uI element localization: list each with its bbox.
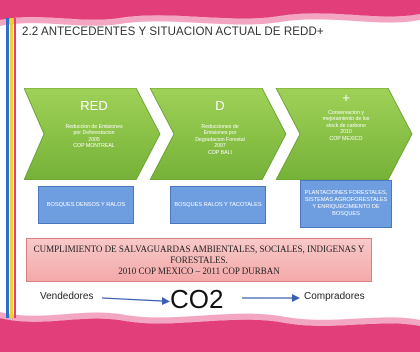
chevron-process: RED Reduccion de Emisiones por Deforesta… bbox=[24, 88, 418, 180]
chevron-plus-desc-line: Conservacion y bbox=[328, 110, 364, 116]
chevron-d-label: D bbox=[215, 98, 225, 113]
safeguards-box: CUMPLIMIENTO DE SALVAGUARDAS AMBIENTALES… bbox=[26, 238, 372, 282]
chevron-d bbox=[149, 88, 287, 180]
chevron-plus-desc-line: 2010 bbox=[340, 129, 352, 136]
chevron-red-desc-line: por Deforestacion bbox=[73, 130, 115, 137]
chevron-red-desc-line: COP MONTREAL bbox=[73, 143, 115, 150]
chevron-red bbox=[24, 88, 161, 180]
chevron-red-desc-line: 2005 bbox=[88, 136, 100, 143]
safeguards-dates: 2010 COP MEXICO – 2011 COP DURBAN bbox=[118, 266, 280, 276]
sellers-label: Vendedores bbox=[40, 291, 94, 302]
chevron-d-desc: Reducciones de Emisiones por Degradacion… bbox=[174, 124, 266, 156]
box-dense-forests-text: BOSQUES DENSOS Y RALOS bbox=[46, 201, 126, 208]
chevron-d-desc-line: Reducciones de bbox=[201, 124, 239, 130]
chevron-plus-desc-line: stock de carbono bbox=[326, 122, 366, 129]
chevron-plus-label: + bbox=[342, 90, 350, 105]
chevron-d-desc-line: COP BALI bbox=[208, 149, 232, 156]
arrow-right-icon bbox=[242, 294, 300, 302]
chevron-d-desc-line: Emisiones por bbox=[203, 130, 237, 137]
chevron-red-desc: Reduccion de Emisiones por Deforestacion… bbox=[48, 124, 140, 150]
chevron-shapes bbox=[24, 88, 413, 180]
buyers-label: Compradores bbox=[304, 291, 365, 302]
box-plantations: PLANTACIONES FORESTALES, SISTEMAS AGROFO… bbox=[300, 180, 392, 228]
box-plantations-text: PLANTACIONES FORESTALES, SISTEMAS AGROFO… bbox=[304, 190, 388, 217]
box-dense-forests: BOSQUES DENSOS Y RALOS bbox=[38, 186, 134, 224]
chevron-plus-desc: Conservacion y mejoramiento de los stock… bbox=[300, 110, 392, 142]
chevron-red-desc-line: Reduccion de Emisiones bbox=[65, 124, 123, 130]
box-sparse-forests: BOSQUES RALOS Y TACOTALES bbox=[170, 186, 266, 224]
safeguards-line: FORESTALES. bbox=[170, 255, 228, 265]
slide-title: 2.2 ANTECEDENTES Y SITUACION ACTUAL DE R… bbox=[22, 26, 324, 38]
arrow-right-icon bbox=[102, 297, 170, 305]
box-sparse-forests-text: BOSQUES RALOS Y TACOTALES bbox=[174, 201, 262, 208]
chevron-plus-desc-line: mejoramiento de los bbox=[322, 116, 370, 123]
chevron-d-desc-line: Degradacion Forestal bbox=[195, 136, 245, 143]
chevron-red-label: RED bbox=[80, 98, 108, 113]
co2-label: CO2 bbox=[170, 284, 224, 314]
safeguards-line: CUMPLIMIENTO DE SALVAGUARDAS AMBIENTALES… bbox=[33, 244, 365, 254]
chevron-d-desc-line: 2007 bbox=[214, 143, 226, 150]
chevron-plus-desc-line: COP MEXICO bbox=[329, 135, 363, 142]
chevron-plus bbox=[275, 88, 413, 180]
